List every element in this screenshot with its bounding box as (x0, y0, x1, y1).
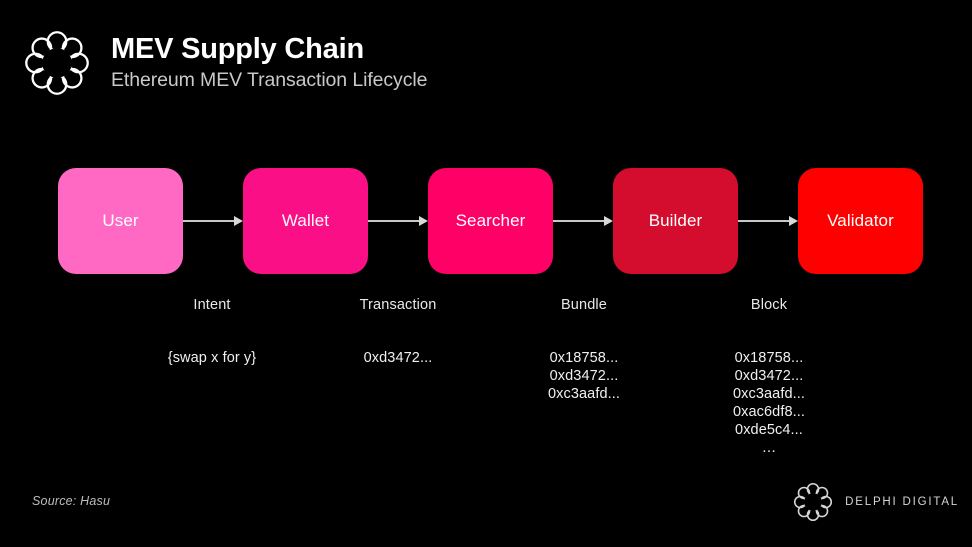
delphi-ring-logo-icon (20, 26, 94, 100)
payload-column-items: 0x18758... 0xd3472... 0xc3aafd... 0xac6d… (669, 349, 869, 457)
payload-column-items: 0xd3472... (298, 349, 498, 367)
flow-node-label: Builder (648, 211, 703, 230)
supply-chain-flow: User Wallet Searcher Builder Validator (0, 168, 972, 274)
page-header: MEV Supply Chain Ethereum MEV Transactio… (20, 26, 427, 100)
payload-column-label: Block (750, 297, 788, 313)
flow-node-user[interactable]: User (58, 168, 183, 274)
payload-item: 0xd3472... (363, 349, 433, 366)
flow-node-label: Validator (827, 211, 894, 230)
payload-column-intent: Intent {swap x for y} (112, 298, 312, 367)
payload-item: 0xc3aafd... (547, 385, 621, 402)
payload-item: 0x18758... (734, 349, 804, 366)
payload-column-block: Block 0x18758... 0xd3472... 0xc3aafd... … (669, 298, 869, 457)
payload-item: {swap x for y} (167, 349, 257, 366)
payload-column-items: 0x18758... 0xd3472... 0xc3aafd... (484, 349, 684, 403)
payload-column-transaction: Transaction 0xd3472... (298, 298, 498, 367)
footer-wordmark: DELPHI DIGITAL (845, 496, 959, 508)
flow-node-validator[interactable]: Validator (798, 168, 923, 274)
payload-column-items: {swap x for y} (112, 349, 312, 367)
payload-column-bundle: Bundle 0x18758... 0xd3472... 0xc3aafd... (484, 298, 684, 403)
page-title: MEV Supply Chain (111, 33, 364, 66)
arrow-right-icon (368, 215, 428, 226)
footer-brand: DELPHI DIGITAL (791, 480, 959, 524)
arrow-right-icon (738, 215, 798, 226)
flow-node-label: Wallet (281, 211, 330, 230)
flow-node-wallet[interactable]: Wallet (243, 168, 368, 274)
payload-column-label: Intent (193, 297, 231, 313)
payload-column-label: Bundle (560, 297, 608, 313)
payload-column-label: Transaction (359, 297, 437, 313)
flow-node-searcher[interactable]: Searcher (428, 168, 553, 274)
arrow-right-icon (553, 215, 613, 226)
payload-item-ellipsis: … (761, 439, 777, 456)
payload-item: 0xde5c4... (735, 421, 803, 438)
payload-item: 0xd3472... (549, 367, 619, 384)
payload-item: 0xd3472... (734, 367, 804, 384)
flow-node-builder[interactable]: Builder (613, 168, 738, 274)
delphi-ring-logo-icon (791, 480, 835, 524)
arrow-right-icon (183, 215, 243, 226)
flow-node-label: User (102, 211, 139, 230)
page-subtitle: Ethereum MEV Transaction Lifecycle (111, 68, 428, 91)
flow-node-label: Searcher (455, 211, 526, 230)
payload-item: 0xac6df8... (732, 403, 806, 420)
payload-item: 0x18758... (549, 349, 619, 366)
payload-item: 0xc3aafd... (732, 385, 806, 402)
source-attribution: Source: Hasu (32, 494, 111, 508)
